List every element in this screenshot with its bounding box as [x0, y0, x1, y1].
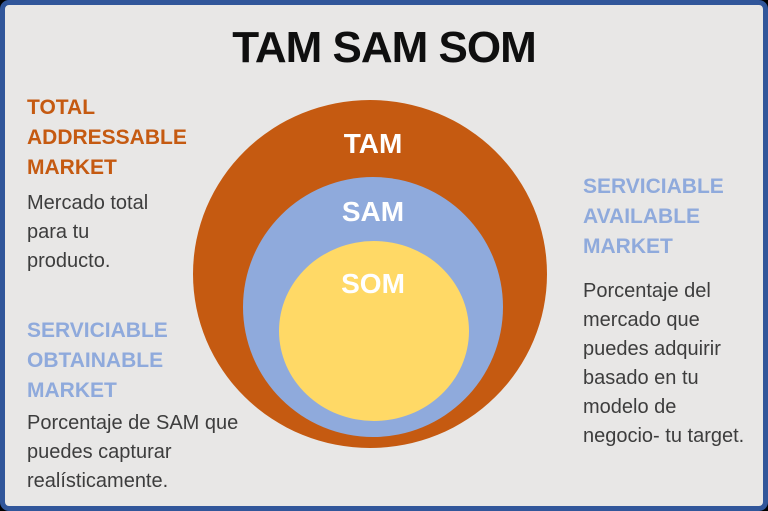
serviciable-available-market-description: Porcentaje del mercado que puedes adquir… — [583, 280, 745, 447]
serviciable-obtainable-market-heading: SERVICIABLE OBTAINABLE MARKET — [27, 319, 168, 402]
som-ring-label: SOM — [341, 268, 405, 299]
tam-ring-label: TAM — [343, 128, 403, 159]
page-title: TAM SAM SOM — [232, 23, 537, 72]
serviciable-obtainable-market-description: Porcentaje de SAM que puedes capturar re… — [27, 412, 239, 492]
serviciable-available-market-heading: SERVICIABLE AVAILABLE MARKET — [583, 175, 724, 258]
sam-ring-label: SAM — [341, 196, 405, 227]
total-addressable-market-description: Mercado total para tu producto. — [27, 192, 149, 272]
som-circle — [279, 241, 469, 421]
total-addressable-market-heading: TOTAL ADDRESSABLE MARKET — [27, 96, 187, 179]
